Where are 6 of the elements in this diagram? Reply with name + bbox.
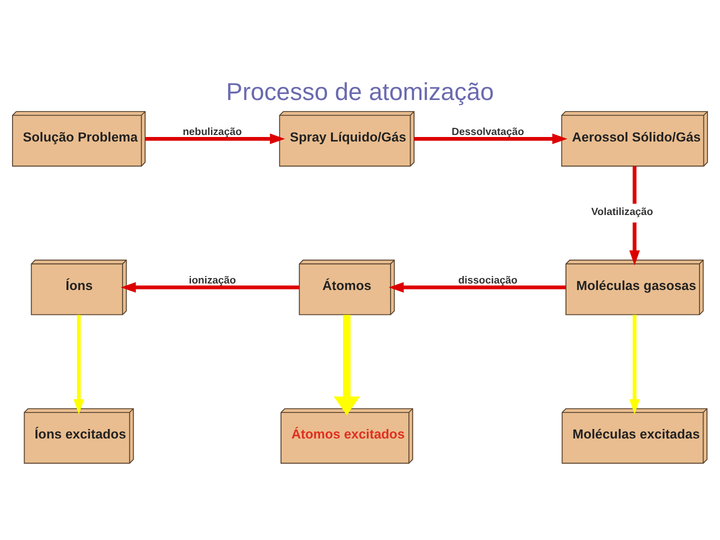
edge-label: nebulização [182,126,242,138]
edge-label: Volatilização [591,206,654,218]
diagram-title: Processo de atomização [226,79,494,106]
edge-label: dissociação [458,275,518,286]
edge-label: Dessolvatação [452,126,524,138]
edge-label: ionização [188,275,236,286]
